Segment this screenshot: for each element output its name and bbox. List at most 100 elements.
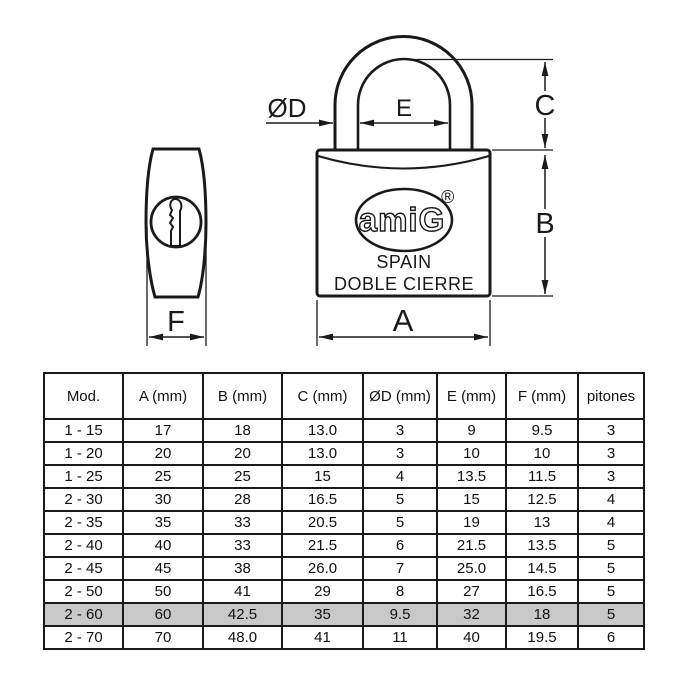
body-bevel-arc: [317, 155, 490, 170]
column-header: B (mm): [202, 372, 283, 420]
table-cell: 2 - 30: [43, 487, 124, 512]
table-cell: 6: [362, 533, 438, 558]
column-header: C (mm): [281, 372, 364, 420]
table-cell: 3: [362, 441, 438, 466]
brand-logo: amiG: [359, 201, 446, 238]
dimension-E: E: [360, 95, 448, 127]
table-cell: 3: [577, 464, 645, 489]
table-cell: 14.5: [505, 556, 579, 581]
table-header-row: Mod.A (mm)B (mm)C (mm)ØD (mm)E (mm)F (mm…: [43, 372, 645, 420]
table-cell: 2 - 70: [43, 625, 124, 650]
table-cell: 5: [577, 602, 645, 627]
table-cell: 8: [362, 579, 438, 604]
table-cell: 4: [577, 510, 645, 535]
table-cell: 40: [122, 533, 204, 558]
table-cell: 29: [281, 579, 364, 604]
table-cell: 35: [281, 602, 364, 627]
column-header: E (mm): [436, 372, 507, 420]
table-cell: 16.5: [505, 579, 579, 604]
padlock-side-view: [144, 147, 208, 299]
table-cell: 35: [122, 510, 204, 535]
table-cell: 2 - 60: [43, 602, 124, 627]
column-header: A (mm): [122, 372, 204, 420]
table-cell: 18: [505, 602, 579, 627]
table-cell: 25: [202, 464, 283, 489]
table-cell: 17: [122, 418, 204, 443]
table-cell: 25: [122, 464, 204, 489]
table-cell: 20.5: [281, 510, 364, 535]
shackle-outer: [333, 35, 474, 150]
logo-ellipse: [354, 187, 454, 253]
dim-label-C: C: [535, 90, 556, 122]
table-cell: 13.0: [281, 441, 364, 466]
keyhole-circle: [149, 195, 203, 249]
table-cell: 12.5: [505, 487, 579, 512]
table-cell: 26.0: [281, 556, 364, 581]
table-cell: 48.0: [202, 625, 283, 650]
dim-label-A: A: [393, 303, 414, 338]
registered-mark: ®: [441, 187, 455, 207]
keyhole-icon: [168, 198, 183, 247]
table-cell: 2 - 40: [43, 533, 124, 558]
shackle-inner: [356, 57, 452, 150]
table-cell: 13.5: [436, 464, 507, 489]
dim-label-D: ØD: [268, 93, 307, 123]
table-cell: 3: [362, 418, 438, 443]
table-cell: 33: [202, 533, 283, 558]
table-cell: 5: [577, 556, 645, 581]
table-cell: 9.5: [505, 418, 579, 443]
table-cell: 15: [436, 487, 507, 512]
table-cell: 6: [577, 625, 645, 650]
table-cell: 25.0: [436, 556, 507, 581]
table-cell: 4: [362, 464, 438, 489]
table-cell: 60: [122, 602, 204, 627]
table-cell: 3: [577, 441, 645, 466]
table-cell: 9.5: [362, 602, 438, 627]
table-cell: 13.0: [281, 418, 364, 443]
table-cell: 13: [505, 510, 579, 535]
table-cell: 19: [436, 510, 507, 535]
table-cell: 10: [505, 441, 579, 466]
column-header: ØD (mm): [362, 372, 438, 420]
column-header: Mod.: [43, 372, 124, 420]
table-cell: 41: [281, 625, 364, 650]
column-header: F (mm): [505, 372, 579, 420]
table-cell: 16.5: [281, 487, 364, 512]
table-cell: 50: [122, 579, 204, 604]
table-cell: 21.5: [281, 533, 364, 558]
table-cell: 33: [202, 510, 283, 535]
table-cell: 19.5: [505, 625, 579, 650]
table-cell: 45: [122, 556, 204, 581]
table-cell: 11.5: [505, 464, 579, 489]
logo-country-text: SPAIN: [376, 252, 431, 272]
column-header: pitones: [577, 372, 645, 420]
table-cell: 42.5: [202, 602, 283, 627]
dimension-C: C: [410, 58, 558, 151]
table-cell: 28: [202, 487, 283, 512]
table-cell: 32: [436, 602, 507, 627]
table-cell: 18: [202, 418, 283, 443]
table-cell: 38: [202, 556, 283, 581]
table-cell: 21.5: [436, 533, 507, 558]
table-cell: 4: [577, 487, 645, 512]
table-cell: 1 - 25: [43, 464, 124, 489]
logo-line2-text: DOBLE CIERRE: [334, 274, 474, 294]
padlock-body: [315, 148, 492, 298]
table-cell: 41: [202, 579, 283, 604]
dim-label-B: B: [535, 208, 554, 240]
side-body-outline: [144, 147, 208, 299]
table-cell: 20: [122, 441, 204, 466]
spec-table: Mod.A (mm)B (mm)C (mm)ØD (mm)E (mm)F (mm…: [43, 372, 645, 650]
dim-label-E: E: [396, 95, 412, 122]
padlock-front-view: [315, 35, 492, 298]
table-cell: 27: [436, 579, 507, 604]
